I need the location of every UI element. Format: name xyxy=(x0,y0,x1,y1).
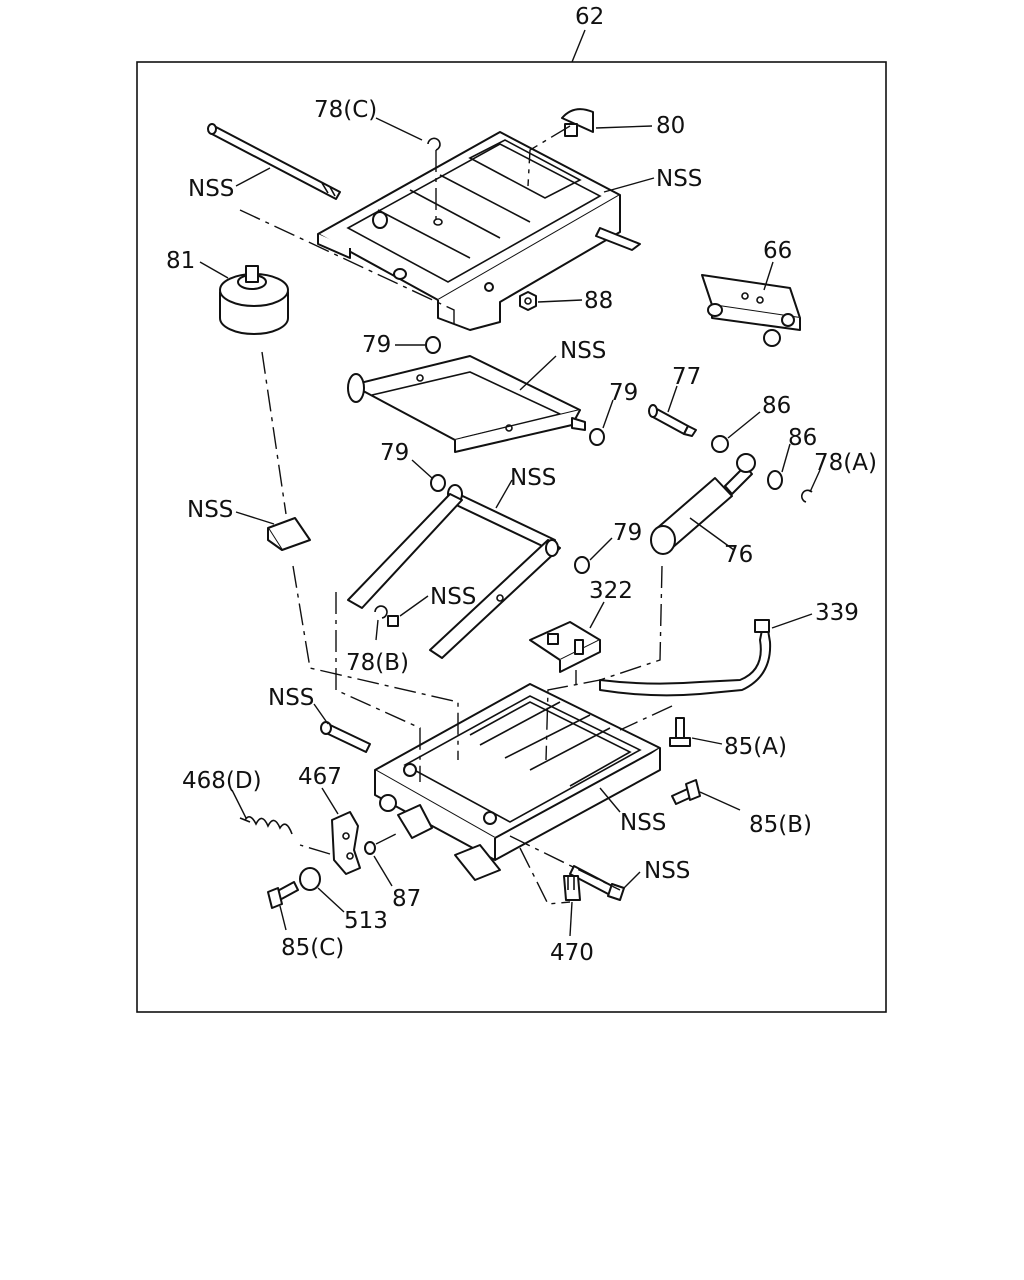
bracket-66 xyxy=(701,274,801,347)
label-nss-frame-top: NSS xyxy=(656,166,702,192)
switch-322 xyxy=(529,621,601,673)
label-78b: 78(B) xyxy=(346,650,409,676)
bolt-nss-left xyxy=(320,721,371,753)
label-79-c: 79 xyxy=(380,440,409,466)
label-nss-base: NSS xyxy=(620,810,666,836)
washer-87 xyxy=(364,841,376,855)
label-85a: 85(A) xyxy=(724,734,787,760)
bushing-86-a xyxy=(711,435,729,453)
label-79-d: 79 xyxy=(613,520,642,546)
pin-77 xyxy=(648,404,697,437)
part-labels: 78(C) 80 NSS NSS 81 66 88 79 NSS 77 79 8… xyxy=(166,97,877,966)
bolt-85b xyxy=(671,779,701,805)
label-86-b: 86 xyxy=(788,425,817,451)
clip-78b xyxy=(374,605,388,619)
label-nss-arm-upper: NSS xyxy=(560,338,606,364)
washer-79-a xyxy=(425,336,441,354)
air-spring-81 xyxy=(219,265,289,335)
label-66: 66 xyxy=(763,238,792,264)
shock-absorber-76 xyxy=(650,453,756,555)
bolt-85c xyxy=(267,881,299,909)
lower-swing-arm xyxy=(347,484,561,659)
clip-470 xyxy=(563,875,581,901)
nut-88 xyxy=(519,291,537,311)
label-88: 88 xyxy=(584,288,613,314)
label-467: 467 xyxy=(298,764,342,790)
diagram-frame xyxy=(136,61,887,1013)
bolt-85a xyxy=(669,717,691,747)
upper-frame xyxy=(317,131,641,331)
label-339: 339 xyxy=(815,600,859,626)
spring-468d xyxy=(239,816,293,835)
label-nss-arm-lower: NSS xyxy=(510,465,556,491)
label-322: 322 xyxy=(589,578,633,604)
washer-79-c xyxy=(430,474,446,492)
label-86-a: 86 xyxy=(762,393,791,419)
label-76: 76 xyxy=(724,542,753,568)
washer-79-b xyxy=(589,428,605,446)
label-78a: 78(A) xyxy=(814,450,877,476)
leader-lines xyxy=(199,117,821,937)
label-78c: 78(C) xyxy=(314,97,377,123)
label-470: 470 xyxy=(550,940,594,966)
label-nss-bolt-left: NSS xyxy=(268,685,314,711)
label-nss-pin: NSS xyxy=(430,584,476,610)
label-81: 81 xyxy=(166,248,195,274)
label-77: 77 xyxy=(672,364,701,390)
pin-nss xyxy=(387,615,399,627)
upper-swing-arm xyxy=(347,355,586,453)
label-79-b: 79 xyxy=(609,380,638,406)
washer-513 xyxy=(299,867,321,891)
cap-80 xyxy=(561,108,594,137)
label-nss-rod-bottom: NSS xyxy=(644,858,690,884)
assembly-lines xyxy=(239,125,673,905)
label-79-a: 79 xyxy=(362,332,391,358)
label-87: 87 xyxy=(392,886,421,912)
clip-78c xyxy=(427,137,441,151)
lever-467 xyxy=(331,811,361,875)
upper-rod xyxy=(207,123,341,200)
label-80: 80 xyxy=(656,113,685,139)
base-frame xyxy=(374,683,661,881)
assembly-leader xyxy=(571,29,586,63)
label-nss-bracket: NSS xyxy=(187,497,233,523)
label-85c: 85(C) xyxy=(281,935,344,961)
label-nss-rod-top: NSS xyxy=(188,176,234,202)
rod-nss-bottom xyxy=(569,865,625,901)
small-bracket xyxy=(267,517,311,551)
washer-86-b xyxy=(767,470,783,490)
air-hose-339 xyxy=(599,619,772,697)
assembly-label: 62 xyxy=(575,4,604,30)
label-85b: 85(B) xyxy=(749,812,812,838)
label-468d: 468(D) xyxy=(182,768,262,794)
washer-79-d xyxy=(574,556,590,574)
label-513: 513 xyxy=(344,908,388,934)
